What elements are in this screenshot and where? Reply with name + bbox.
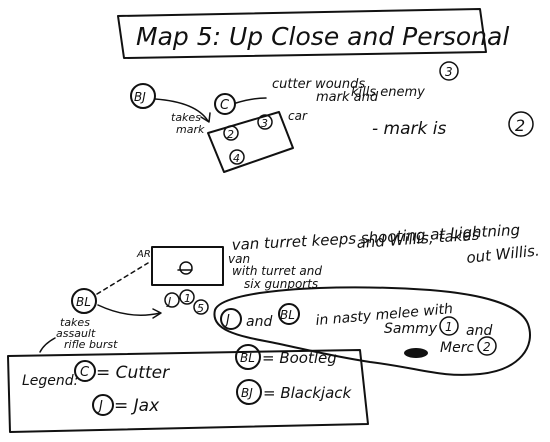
- car-token-3: [257, 114, 273, 130]
- merc-number: 2: [483, 340, 491, 354]
- melee-bootleg-token: [278, 303, 300, 325]
- sammy-number: 1: [445, 320, 453, 334]
- legend-jax-letter: J: [96, 399, 103, 414]
- car-label: car: [288, 109, 308, 123]
- car-token-4-number: 4: [233, 152, 240, 165]
- bootleg-token-label: BL: [76, 295, 91, 309]
- takes-mark-line1: takes: [171, 111, 201, 124]
- van-label-line3: six gunports: [244, 277, 318, 291]
- mark-is-number: 2: [515, 116, 525, 135]
- car-token-4: [229, 149, 245, 165]
- bootleg-move-arrow: [97, 304, 161, 316]
- legend-bootleg-symbol: [235, 344, 261, 370]
- ar-label: AR: [136, 249, 151, 260]
- legend-jax-symbol: [92, 394, 114, 416]
- takes-mark-line2: mark: [176, 123, 205, 136]
- takes-burst-line3: rifle burst: [64, 338, 118, 351]
- cutter-token-label: C: [220, 98, 230, 113]
- cutter-note-line2: mark and: [316, 90, 379, 105]
- cutter-note-line1: cutter wounds: [272, 77, 365, 92]
- car-token-2-number: 2: [227, 128, 234, 141]
- token-5: [193, 299, 209, 315]
- legend-blackjack-symbol: [236, 379, 262, 405]
- mark-is-token: [508, 111, 534, 137]
- bj-move-arrow: [154, 98, 209, 122]
- car-outline: [207, 111, 294, 173]
- sammy-token: [439, 316, 459, 336]
- legend: Legend: C = Cutter J = Jax BL = Bootleg …: [7, 344, 369, 433]
- jax-small-label: J: [166, 295, 171, 308]
- van-label-line2: with turret and: [232, 264, 322, 278]
- ar-burst-dashed-line: [96, 262, 149, 295]
- car-token-2: [223, 125, 239, 141]
- legend-cutter-name: = Cutter: [96, 363, 170, 383]
- sammy-text: Sammy: [384, 321, 438, 337]
- title-box: [117, 8, 487, 59]
- sammy-and-text: and: [466, 323, 492, 339]
- token-5-number: 5: [197, 302, 204, 315]
- bootleg-token: [71, 288, 97, 314]
- legend-jax-name: = Jax: [114, 396, 160, 416]
- legend-box: [7, 349, 369, 433]
- van-turret-note-line3: out Willis.: [466, 241, 541, 267]
- takes-burst-hook: [39, 337, 56, 353]
- legend-bootleg-letters: BL: [240, 351, 255, 365]
- mark-is-text: - mark is: [372, 119, 446, 139]
- car-token-3-number: 3: [261, 117, 268, 130]
- melee-jax-label: J: [223, 313, 230, 328]
- map-title: Map 5: Up Close and Personal: [136, 22, 509, 51]
- melee-outline: [213, 286, 531, 376]
- merc-text: Merc: [440, 340, 474, 356]
- token-1: [179, 289, 195, 305]
- cutter-arrow: [235, 97, 267, 104]
- van-turret: [179, 261, 193, 275]
- cutter-note-line3: kills enemy: [351, 85, 425, 100]
- van-label-line1: van: [228, 252, 250, 266]
- melee-and-text: and: [246, 314, 272, 330]
- cutter-token: [214, 93, 236, 115]
- bj-token: [130, 83, 156, 109]
- van-outline: [151, 246, 224, 286]
- takes-burst-line1: takes: [60, 316, 90, 329]
- token-1-number: 1: [184, 292, 191, 305]
- legend-title: Legend:: [22, 373, 78, 389]
- melee-jax-token: [220, 308, 242, 330]
- enemy-3-number: 3: [445, 65, 453, 79]
- bj-token-label: BJ: [134, 90, 146, 104]
- scribbled-out-mark: [404, 348, 428, 358]
- jax-small-token: [164, 292, 180, 308]
- merc-token: [477, 336, 497, 356]
- legend-bootleg-name: = Bootleg: [262, 349, 337, 367]
- top-scene: BJ takes mark C cutter wounds mark and k…: [130, 61, 534, 173]
- melee-bootleg-label: BL: [280, 308, 295, 322]
- legend-cutter-letter: C: [80, 365, 90, 380]
- bj-move-arrowhead: [200, 112, 211, 123]
- takes-burst-line2: assault: [56, 327, 96, 340]
- bootleg-move-arrowhead: [152, 308, 162, 319]
- legend-blackjack-name: = Blackjack: [263, 384, 353, 402]
- enemy-3-token: [439, 61, 459, 81]
- legend-blackjack-letters: BJ: [241, 386, 253, 400]
- legend-cutter-symbol: [74, 360, 96, 382]
